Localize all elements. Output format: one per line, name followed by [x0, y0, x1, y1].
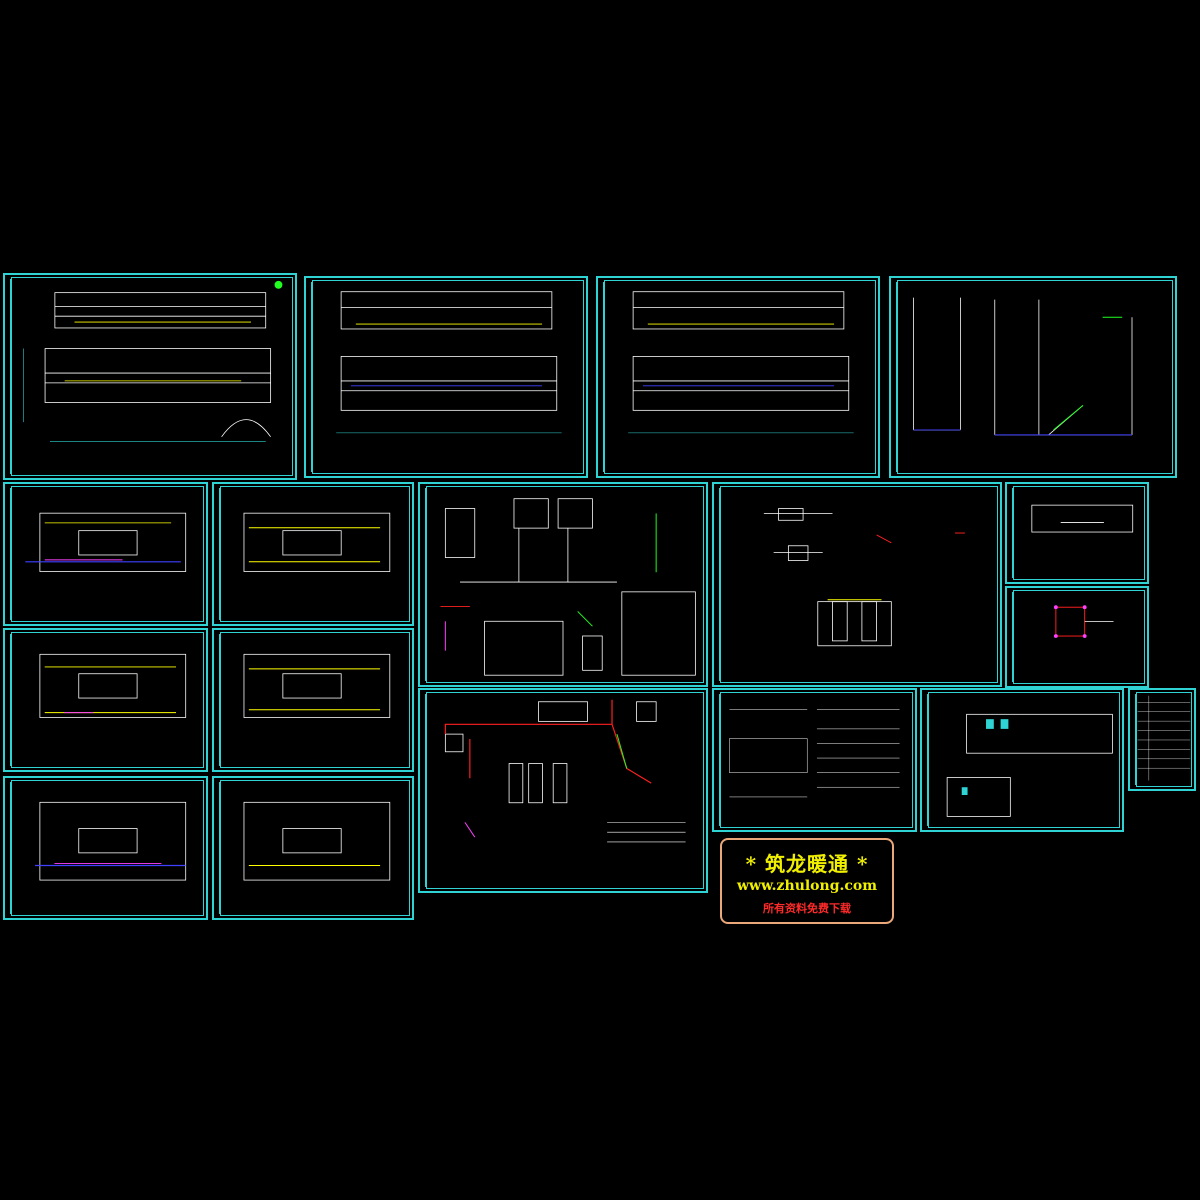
title-strip: [923, 694, 928, 826]
detail-drawing: [1031, 504, 1134, 533]
sheet-detail-1[interactable]: [712, 482, 1002, 687]
logo-url: www.zhulong.com: [736, 878, 878, 894]
title-strip: [6, 488, 11, 620]
sheet-border: [720, 486, 998, 683]
detail-drawing: [763, 508, 965, 647]
sheet-border: [220, 780, 410, 916]
riser-drawing: [913, 297, 1133, 436]
logo-title: * 筑龙暖通 *: [745, 852, 869, 876]
logo-slogan: 所有资料免费下载: [763, 902, 851, 915]
title-strip: [1008, 592, 1013, 682]
sheet-floor-plan-1[interactable]: [3, 273, 297, 480]
title-strip: [6, 634, 11, 766]
notes-drawing: [729, 709, 900, 798]
sheet-floor-plan-9[interactable]: [212, 776, 414, 920]
sheet-detail-2[interactable]: [1005, 482, 1149, 584]
sheet-border: [11, 632, 204, 768]
detail-drawing: [1053, 605, 1114, 638]
equipment-room-drawing: [946, 713, 1113, 817]
sheet-floor-plan-3[interactable]: [596, 276, 880, 478]
sheet-detail-3[interactable]: [1005, 586, 1149, 688]
floor-plan-drawing: [25, 512, 187, 572]
sheet-equipment-room[interactable]: [920, 688, 1124, 832]
floor-plan-drawing: [336, 291, 562, 434]
sheet-riser-diagram[interactable]: [889, 276, 1177, 478]
title-strip: [1131, 694, 1136, 785]
sheet-drawing-index[interactable]: [1128, 688, 1196, 791]
sheet-border: [928, 692, 1120, 828]
sheet-floor-plan-5[interactable]: [212, 482, 414, 626]
sheet-floor-plan-4[interactable]: [3, 482, 208, 626]
sheet-border: [220, 486, 410, 622]
title-strip: [892, 282, 897, 472]
title-strip: [715, 488, 720, 681]
sheet-system-schematic-2[interactable]: [418, 688, 708, 893]
sheet-border: [426, 692, 704, 889]
floor-plan-drawing: [628, 291, 854, 434]
floor-plan-drawing: [39, 653, 187, 718]
index-table-drawing: [1137, 695, 1191, 781]
sheet-floor-plan-6[interactable]: [3, 628, 208, 772]
title-strip: [215, 634, 220, 766]
title-strip: [215, 488, 220, 620]
sheet-border: [1013, 486, 1145, 580]
sheet-border: [11, 277, 293, 476]
floor-plan-drawing: [23, 280, 283, 443]
sheet-border: [220, 632, 410, 768]
title-strip: [307, 282, 312, 472]
sheet-border: [426, 486, 704, 683]
sheet-notes[interactable]: [712, 688, 917, 832]
sheet-border: [312, 280, 584, 474]
sheet-border: [604, 280, 876, 474]
sheet-border: [897, 280, 1173, 474]
sheet-floor-plan-8[interactable]: [3, 776, 208, 920]
title-strip: [215, 782, 220, 914]
floor-plan-drawing: [35, 801, 187, 881]
title-strip: [715, 694, 720, 826]
floor-plan-drawing: [243, 512, 391, 572]
floor-plan-drawing: [243, 653, 391, 718]
sheet-border: [11, 780, 204, 916]
title-strip: [6, 279, 11, 474]
title-strip: [421, 694, 426, 887]
sheet-border: [11, 486, 204, 622]
title-strip: [1008, 488, 1013, 578]
floor-plan-drawing: [243, 801, 391, 881]
sheet-border: [720, 692, 913, 828]
title-strip: [599, 282, 604, 472]
sheet-border: [1013, 590, 1145, 684]
sheet-system-schematic-1[interactable]: [418, 482, 708, 687]
sheet-floor-plan-2[interactable]: [304, 276, 588, 478]
sheet-border: [1136, 692, 1192, 787]
schematic-drawing: [440, 498, 696, 676]
schematic-drawing: [444, 699, 686, 843]
title-strip: [6, 782, 11, 914]
zhulong-logo: * 筑龙暖通 * www.zhulong.com 所有资料免费下载: [720, 838, 894, 924]
sheet-floor-plan-7[interactable]: [212, 628, 414, 772]
title-strip: [421, 488, 426, 681]
